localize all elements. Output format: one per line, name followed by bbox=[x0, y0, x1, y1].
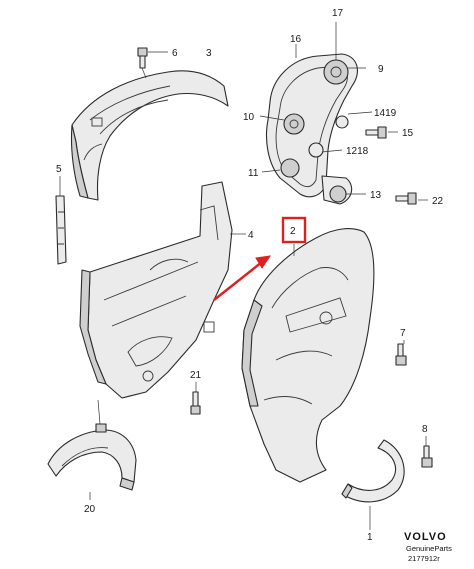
outer-timing-cover-part-2[interactable] bbox=[241, 228, 375, 483]
highlight-arrow-shaft bbox=[213, 261, 263, 301]
callout-labels: 17 16 6 3 9 10 1419 15 1218 5 11 13 22 4… bbox=[56, 8, 444, 543]
lower-shield-part-20[interactable] bbox=[47, 423, 137, 491]
callout-17: 17 bbox=[332, 8, 344, 19]
callout-10: 10 bbox=[243, 112, 255, 123]
callout-7: 7 bbox=[400, 328, 406, 339]
callout-6: 6 bbox=[172, 48, 178, 59]
brand-subtitle: GenuineParts bbox=[406, 544, 452, 553]
callout-11: 11 bbox=[248, 168, 259, 179]
callout-15: 15 bbox=[402, 128, 414, 139]
callout-5: 5 bbox=[56, 164, 62, 175]
highlight-part-2[interactable]: 2 bbox=[213, 216, 307, 301]
arc-shield-part-1[interactable] bbox=[341, 439, 405, 503]
callout-13: 13 bbox=[370, 190, 382, 201]
inner-timing-cover[interactable] bbox=[79, 181, 233, 399]
bolt-part-6[interactable] bbox=[137, 47, 148, 69]
timing-belt-assembly[interactable] bbox=[265, 53, 358, 205]
brand-logo: VOLVO bbox=[404, 531, 447, 543]
callout-22: 22 bbox=[432, 196, 444, 207]
callout-8: 8 bbox=[422, 424, 428, 435]
callout-2: 2 bbox=[290, 226, 296, 237]
bolt-part-8[interactable] bbox=[421, 445, 433, 468]
callout-1218: 1218 bbox=[346, 146, 369, 157]
bolt-part-21[interactable] bbox=[190, 391, 201, 415]
callout-4: 4 bbox=[248, 230, 254, 241]
highlight-box bbox=[281, 216, 307, 244]
callout-3: 3 bbox=[206, 48, 212, 59]
upper-timing-cover[interactable] bbox=[70, 70, 229, 201]
clip-part-5[interactable] bbox=[55, 195, 67, 265]
bolt-part-15[interactable] bbox=[365, 126, 387, 139]
callout-1419: 1419 bbox=[374, 108, 397, 119]
bolt-part-7[interactable] bbox=[395, 343, 407, 366]
brand-block: VOLVO GenuineParts 2177912r bbox=[404, 531, 452, 563]
bolt-part-22[interactable] bbox=[395, 192, 417, 205]
highlight-arrow-head bbox=[255, 255, 272, 269]
callout-20: 20 bbox=[84, 504, 96, 515]
callout-16: 16 bbox=[290, 34, 302, 45]
callout-9: 9 bbox=[378, 64, 384, 75]
part-number: 2177912r bbox=[408, 554, 440, 563]
callout-21: 21 bbox=[190, 370, 202, 381]
callout-1: 1 bbox=[367, 532, 373, 543]
